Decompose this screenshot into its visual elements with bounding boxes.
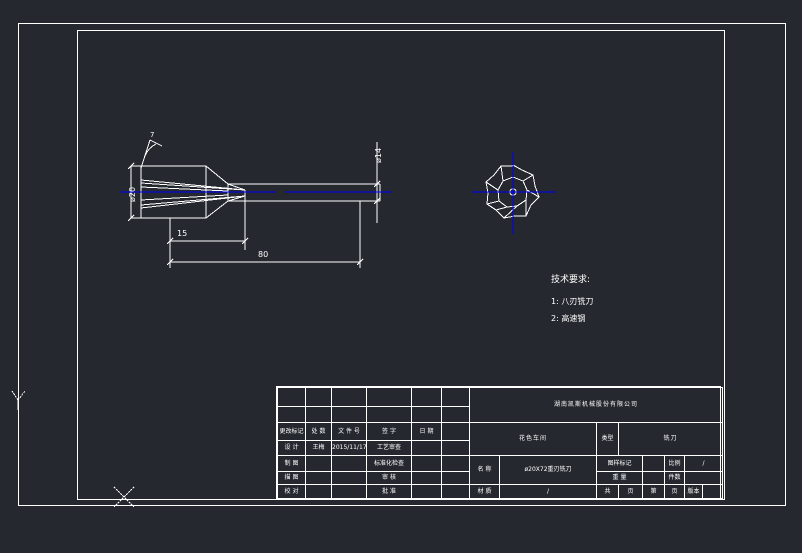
tb-version-label: 版本 (684, 484, 703, 499)
tb-checkname-review (411, 471, 442, 486)
tb-blank-r2c5 (411, 405, 442, 424)
tb-name-draft (305, 455, 332, 473)
tb-drawing-mark-label: 图样标记 (596, 455, 643, 473)
tb-role-trace: 描 图 (277, 471, 306, 486)
tb-checkrole-process: 工艺审查 (366, 439, 412, 457)
tech-req-item-2: 2: 高速钢 (551, 314, 586, 323)
tb-stock-value (683, 471, 724, 486)
tb-weight-value (642, 471, 665, 486)
title-block: 湖南凯斯机械股份有限公司 更改标记 处 数 文 件 号 签 字 日 期 花色车间 (276, 386, 724, 500)
tech-req-title: 技术要求: (551, 275, 591, 285)
tb-name-proof (305, 484, 332, 499)
tb-checkdate-review (441, 471, 470, 486)
tb-revision-docno: 文 件 号 (331, 422, 367, 441)
tb-name-trace (305, 471, 332, 486)
tb-type-label: 类型 (596, 422, 619, 457)
tb-checkname-standard (411, 455, 442, 473)
tb-blank-r1c5 (411, 387, 442, 407)
tb-blank-r2c4 (366, 405, 412, 424)
tb-checkrole-review: 审 核 (366, 471, 412, 486)
tb-checkname-process (411, 439, 442, 457)
tb-checkdate-standard (441, 455, 470, 473)
tb-sheet-total-unit: 页 (618, 484, 643, 499)
tb-checkrole-standard: 标准化检查 (366, 455, 412, 473)
tb-blank-r2c2 (305, 405, 332, 424)
tb-checkdate-process (441, 439, 470, 457)
tb-revision-date: 日 期 (411, 422, 442, 441)
title-block-table: 湖南凯斯机械股份有限公司 更改标记 处 数 文 件 号 签 字 日 期 花色车间 (277, 386, 724, 499)
tb-date-proof (331, 484, 367, 499)
tb-blank-r1c3 (331, 387, 367, 407)
dim-diameter-shank: ø14 (374, 147, 383, 163)
tb-date-draft (331, 455, 367, 473)
dim-taper-angle: 7 (150, 131, 155, 139)
dim-overall-length: 80 (258, 250, 269, 259)
tb-role-proof: 校 对 (277, 484, 306, 499)
technical-requirements-block: 技术要求: 1: 八刃铣刀 2: 高速钢 (551, 272, 593, 330)
dim-diameter-major: ø20 (128, 186, 137, 202)
tb-weight-label: 重 量 (596, 471, 643, 486)
tb-blank-r2c1 (277, 405, 306, 424)
tb-checkname-approve (411, 484, 442, 499)
tb-role-design: 设 计 (277, 439, 306, 457)
tb-scale-value: / (683, 455, 724, 473)
tb-scale-label: 比例 (664, 455, 685, 473)
tb-company-name: 湖南凯斯机械股份有限公司 (468, 386, 724, 424)
tb-name-label: 名 称 (469, 455, 500, 486)
tb-sheet-total-label: 共 (596, 484, 619, 499)
tb-checkdate-approve (441, 484, 470, 499)
tb-sheet-no-unit: 页 (664, 484, 685, 499)
tb-revision-sign: 签 字 (366, 422, 412, 441)
tb-date-design: 2015/11/17 (331, 439, 367, 457)
tb-revision-mark: 更改标记 (277, 422, 306, 441)
tb-date-trace (331, 471, 367, 486)
tb-version-value (701, 484, 724, 499)
tb-checkrole-approve: 批 准 (366, 484, 412, 499)
tb-blank-r2c6 (441, 405, 470, 424)
tb-blank-r1c1 (277, 387, 306, 407)
tb-type-value: 铣刀 (617, 422, 724, 457)
tb-material-value: / (499, 484, 597, 499)
tb-revision-count: 处 数 (305, 422, 332, 441)
tb-blank-r3c6 (441, 422, 470, 441)
tb-blank-r1c4 (366, 387, 412, 407)
tb-drawing-mark-value (642, 455, 665, 473)
tb-sheet-no-label: 第 (642, 484, 665, 499)
dim-flute-length: 15 (177, 229, 188, 238)
tb-blank-r1c6 (441, 387, 470, 407)
tb-blank-r1c2 (305, 387, 332, 407)
tb-stock-label: 件数 (664, 471, 685, 486)
tb-blank-r2c3 (331, 405, 367, 424)
tb-material-label: 材 质 (469, 484, 500, 499)
tb-name-design: 王梅 (305, 439, 332, 457)
tb-role-draft: 制 图 (277, 455, 306, 473)
tb-workshop: 花色车间 (469, 422, 597, 457)
tech-req-item-1: 1: 八刃铣刀 (551, 297, 594, 306)
drawing-frame-outer (18, 23, 786, 506)
tb-name-value: ø20X72重刃铣刀 (499, 455, 597, 486)
